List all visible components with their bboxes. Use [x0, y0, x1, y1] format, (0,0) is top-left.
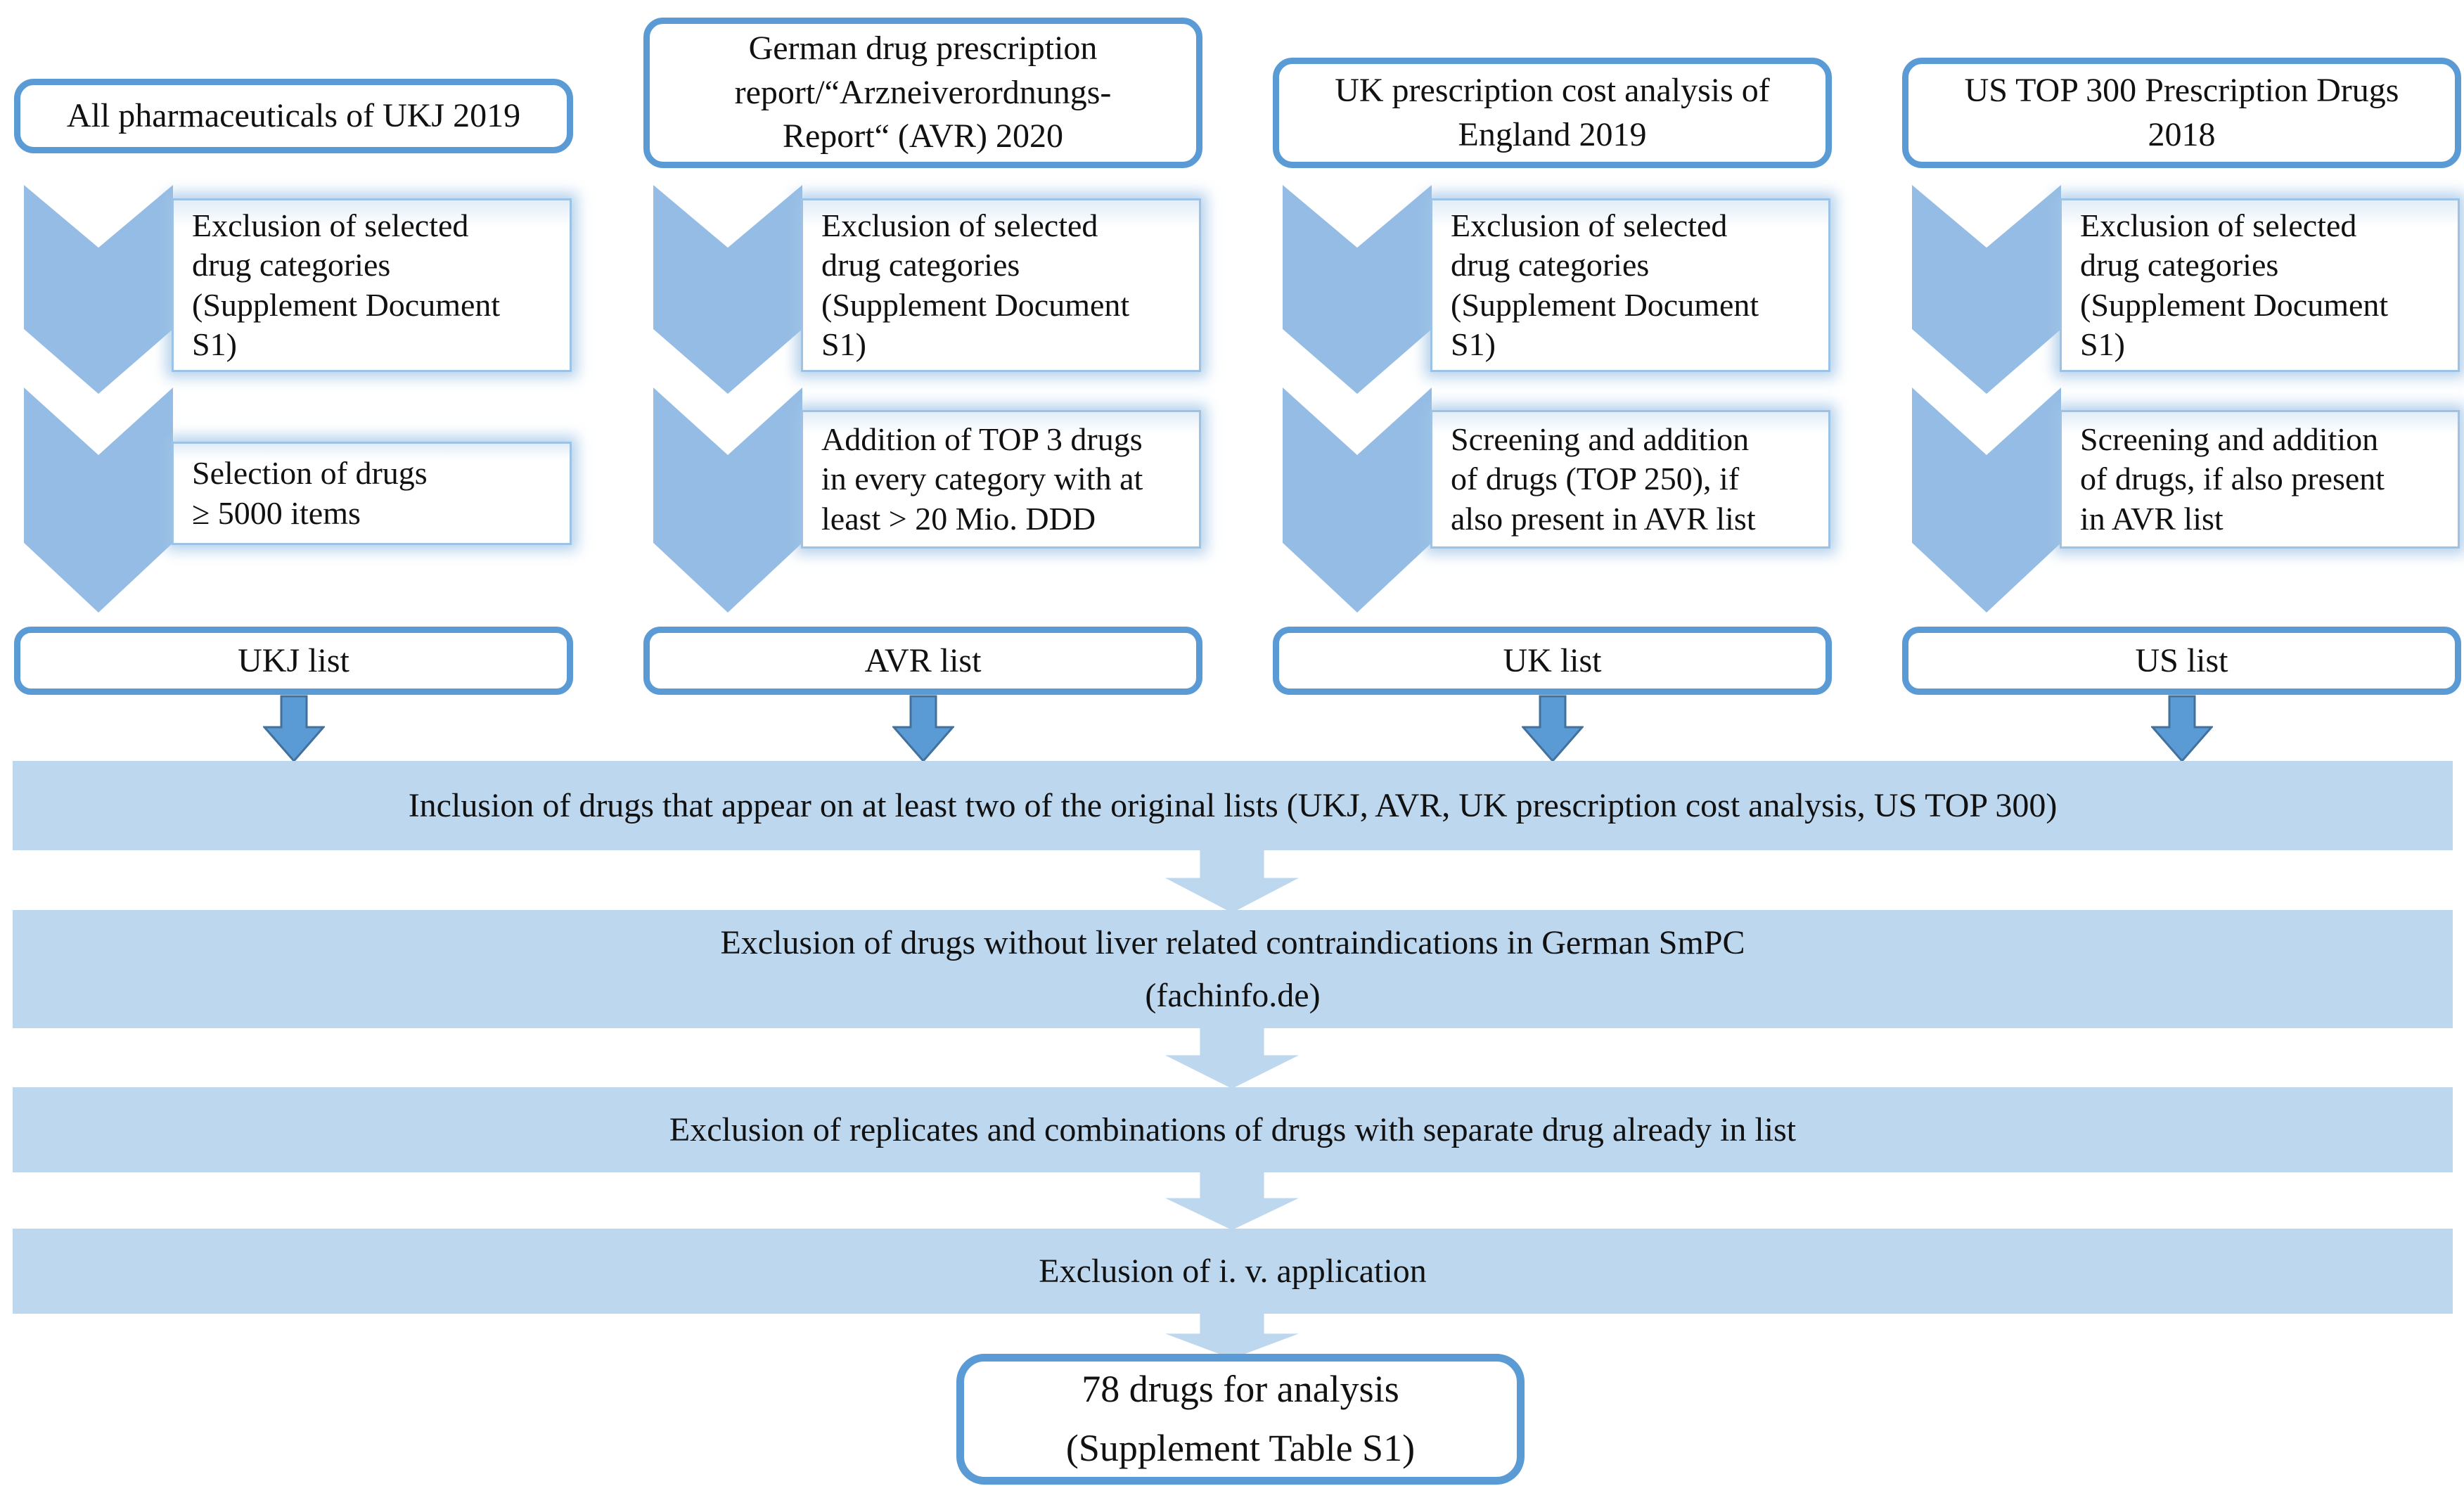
chevron-down-icon	[653, 185, 802, 394]
step-text: Selection of drugs ≥ 5000 items	[192, 455, 428, 531]
down-arrow-icon	[262, 695, 325, 762]
source-box-ukj: All pharmaceuticals of UKJ 2019	[14, 79, 573, 153]
step-box: Exclusion of selected drug categories (S…	[2060, 198, 2460, 372]
source-box-label: German drug prescription report/“Arzneiv…	[734, 30, 1112, 155]
list-box-label: US list	[2135, 642, 2228, 679]
list-box-label: AVR list	[864, 642, 982, 679]
step-box: Exclusion of selected drug categories (S…	[1430, 198, 1830, 372]
list-box-label: UK list	[1503, 642, 1602, 679]
step-text: Screening and addition of drugs, if also…	[2080, 421, 2385, 537]
step-box: Screening and addition of drugs, if also…	[2060, 410, 2460, 549]
list-box-us: US list	[1902, 627, 2461, 695]
source-column-ukj: All pharmaceuticals of UKJ 2019 Exclusio…	[14, 0, 573, 763]
chevron-down-icon	[1283, 388, 1432, 613]
band-arrow-icon	[1165, 1027, 1299, 1089]
process-band-inclusion: Inclusion of drugs that appear on at lea…	[13, 761, 2453, 850]
step-box: Addition of TOP 3 drugs in every categor…	[801, 410, 1201, 549]
result-box-line: 78 drugs for analysis	[1082, 1368, 1399, 1411]
down-arrow-icon	[2150, 695, 2213, 762]
source-column-avr: German drug prescription report/“Arzneiv…	[643, 0, 1202, 763]
step-box: Selection of drugs ≥ 5000 items	[172, 442, 572, 545]
list-box-uk: UK list	[1273, 627, 1832, 695]
process-band-replicates-exclusion: Exclusion of replicates and combinations…	[13, 1087, 2453, 1172]
step-text: Exclusion of selected drug categories (S…	[1451, 207, 1759, 362]
list-box-avr: AVR list	[643, 627, 1202, 695]
chevron-down-icon	[24, 185, 173, 394]
chevron-down-icon	[1283, 185, 1432, 394]
list-box-label: UKJ list	[238, 642, 349, 679]
step-text: Exclusion of selected drug categories (S…	[2080, 207, 2389, 362]
step-text: Exclusion of selected drug categories (S…	[192, 207, 501, 362]
step-text: Screening and addition of drugs (TOP 250…	[1451, 421, 1756, 537]
band-text: Inclusion of drugs that appear on at lea…	[408, 787, 2058, 824]
process-band-smpc-exclusion: Exclusion of drugs without liver related…	[13, 910, 2453, 1028]
band-arrow-icon	[1165, 848, 1299, 913]
source-box-us: US TOP 300 Prescription Drugs 2018	[1902, 58, 2461, 168]
result-box: 78 drugs for analysis (Supplement Table …	[956, 1354, 1525, 1485]
source-box-uk: UK prescription cost analysis of England…	[1273, 58, 1832, 168]
source-column-uk: UK prescription cost analysis of England…	[1273, 0, 1832, 763]
band-arrow-icon	[1165, 1171, 1299, 1230]
step-text: Addition of TOP 3 drugs in every categor…	[821, 421, 1143, 537]
step-box: Screening and addition of drugs (TOP 250…	[1430, 410, 1830, 549]
chevron-down-icon	[24, 388, 173, 613]
source-column-us: US TOP 300 Prescription Drugs 2018 Exclu…	[1902, 0, 2461, 763]
band-text: Exclusion of replicates and combinations…	[669, 1111, 1797, 1148]
source-box-label: UK prescription cost analysis of England…	[1335, 72, 1770, 153]
process-band-iv-exclusion: Exclusion of i. v. application	[13, 1229, 2453, 1314]
down-arrow-icon	[892, 695, 954, 762]
source-box-label: All pharmaceuticals of UKJ 2019	[66, 96, 521, 134]
step-box: Exclusion of selected drug categories (S…	[172, 198, 572, 372]
band-text: Exclusion of drugs without liver related…	[720, 924, 1745, 962]
chevron-down-icon	[1912, 185, 2061, 394]
source-box-avr: German drug prescription report/“Arzneiv…	[643, 18, 1202, 168]
band-text: Exclusion of i. v. application	[1039, 1253, 1427, 1290]
result-box-line: (Supplement Table S1)	[1065, 1427, 1416, 1469]
chevron-down-icon	[1912, 388, 2061, 613]
band-arrow-icon	[1165, 1312, 1299, 1359]
band-text: (fachinfo.de)	[1145, 976, 1321, 1014]
step-box: Exclusion of selected drug categories (S…	[801, 198, 1201, 372]
source-box-label: US TOP 300 Prescription Drugs 2018	[1964, 72, 2399, 153]
down-arrow-icon	[1521, 695, 1584, 762]
chevron-down-icon	[653, 388, 802, 613]
step-text: Exclusion of selected drug categories (S…	[821, 207, 1130, 362]
list-box-ukj: UKJ list	[14, 627, 573, 695]
